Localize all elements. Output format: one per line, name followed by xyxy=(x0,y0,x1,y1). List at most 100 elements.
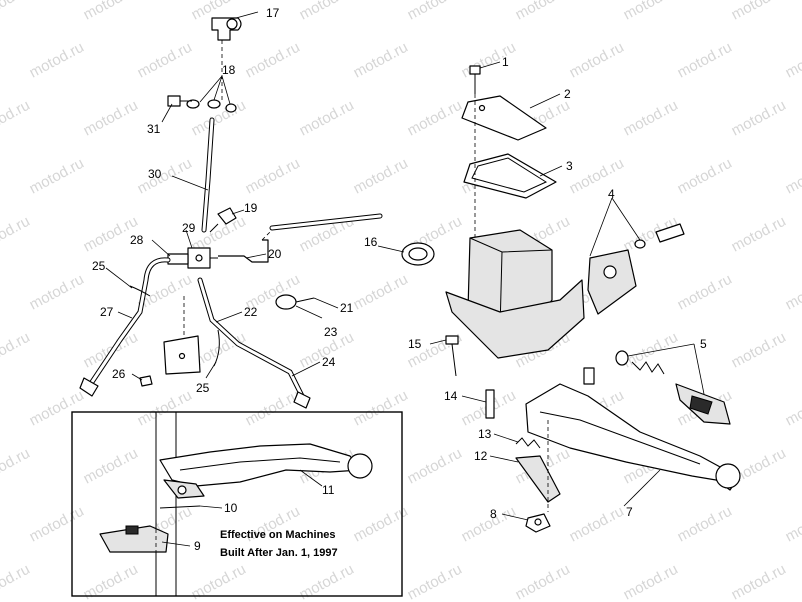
bolt-15 xyxy=(445,335,459,345)
watermark-text: motod.ru xyxy=(675,503,735,546)
master-cylinder-assembly xyxy=(401,65,741,533)
inset-note-line1: Effective on Machines xyxy=(220,529,336,541)
clamp-4 xyxy=(587,249,637,315)
watermark-text: motod.ru xyxy=(729,561,789,602)
callout-1: 1 xyxy=(502,55,509,69)
watermark-text: motod.ru xyxy=(729,329,789,372)
watermark-text: motod.ru xyxy=(783,503,802,546)
clip-12 xyxy=(515,455,561,503)
watermark-text: motod.ru xyxy=(0,0,33,24)
watermark-text: motod.ru xyxy=(243,387,303,430)
callout-16: 16 xyxy=(364,235,378,249)
watermark-text: motod.ru xyxy=(27,155,87,198)
callout-21: 21 xyxy=(340,301,354,315)
watermark-text: motod.ru xyxy=(459,39,519,82)
watermark-text: motod.ru xyxy=(675,39,735,82)
watermark-text: motod.ru xyxy=(513,561,573,602)
watermark-text: motod.ru xyxy=(783,155,802,198)
callout-7: 7 xyxy=(626,505,633,519)
callout-11: 11 xyxy=(322,483,335,497)
watermark-text: motod.ru xyxy=(405,0,465,24)
callout-29: 29 xyxy=(182,221,196,235)
watermark-text: motod.ru xyxy=(405,97,465,140)
callout-15: 15 xyxy=(408,337,422,351)
clamp-22 xyxy=(275,294,297,310)
watermark-text: motod.ru xyxy=(297,0,357,24)
watermark-text: motod.ru xyxy=(27,387,87,430)
callout-26: 26 xyxy=(112,367,126,381)
watermark-text: motod.ru xyxy=(27,503,87,546)
callout-22: 23 xyxy=(324,325,338,339)
callout-5: 5 xyxy=(700,337,707,351)
watermark-text: motod.ru xyxy=(405,445,465,488)
watermark-text: motod.ru xyxy=(0,213,33,256)
watermark-text: motod.ru xyxy=(621,329,681,372)
watermark-text: motod.ru xyxy=(243,39,303,82)
watermark-text: motod.ru xyxy=(729,97,789,140)
callout-2: 2 xyxy=(564,87,571,101)
watermark-text: motod.ru xyxy=(27,39,87,82)
watermark-text: motod.ru xyxy=(351,155,411,198)
callout-12: 12 xyxy=(474,449,488,463)
watermark-text: motod.ru xyxy=(135,155,195,198)
callout-25a: 25 xyxy=(92,259,106,273)
washer-18b xyxy=(207,99,221,109)
screw-1 xyxy=(469,65,481,75)
watermark-text: motod.ru xyxy=(621,97,681,140)
watermark-text: motod.ru xyxy=(0,445,33,488)
washer-18a xyxy=(186,99,200,109)
brake-line-assembly xyxy=(79,17,383,409)
callout-31: 31 xyxy=(147,122,161,136)
callout-30: 30 xyxy=(148,167,162,181)
watermark-text: motod.ru xyxy=(0,561,33,602)
watermark-text: motod.ru xyxy=(243,155,303,198)
callout-23: 22 xyxy=(244,305,258,319)
inset-note-line2: Built After Jan. 1, 1997 xyxy=(220,547,338,559)
watermark-text: motod.ru xyxy=(729,213,789,256)
watermark-text: motod.ru xyxy=(351,271,411,314)
watermark-text: motod.ru xyxy=(297,97,357,140)
callout-28: 28 xyxy=(130,233,144,247)
bleed-screw-19 xyxy=(217,207,237,225)
inset-frame xyxy=(71,411,403,597)
watermark-text: motod.ru xyxy=(135,39,195,82)
watermark-text: motod.ru xyxy=(459,503,519,546)
callout-18: 18 xyxy=(222,63,236,77)
brake-line-20 xyxy=(218,239,269,263)
watermark-text: motod.ru xyxy=(675,155,735,198)
leader-lines xyxy=(105,11,705,547)
watermark-text: motod.ru xyxy=(567,503,627,546)
watermark-text: motod.ru xyxy=(135,387,195,430)
callout-24: 24 xyxy=(322,355,336,369)
callout-14: 14 xyxy=(444,389,458,403)
watermark-text: motod.ru xyxy=(729,0,789,24)
watermark-text: motod.ru xyxy=(81,97,141,140)
watermark-text: motod.ru xyxy=(405,561,465,602)
callout-13: 13 xyxy=(478,427,492,441)
callout-19: 19 xyxy=(244,201,258,215)
watermark-text: motod.ru xyxy=(621,561,681,602)
watermark-text: motod.ru xyxy=(0,329,33,372)
watermark-text: motod.ru xyxy=(81,0,141,24)
gasket-3 xyxy=(463,153,557,199)
watermark-text: motod.ru xyxy=(0,97,33,140)
watermark-text: motod.ru xyxy=(81,445,141,488)
callout-20: 20 xyxy=(268,247,282,261)
watermark-text: motod.ru xyxy=(783,387,802,430)
callout-27: 27 xyxy=(100,305,114,319)
watermark-text: motod.ru xyxy=(675,271,735,314)
inset-lever-11 xyxy=(159,443,361,487)
callout-9: 9 xyxy=(194,539,201,553)
callout-4: 4 xyxy=(608,187,615,201)
watermark-text: motod.ru xyxy=(27,271,87,314)
callout-3: 3 xyxy=(566,159,573,173)
callout-25b: 25 xyxy=(196,381,210,395)
callout-labels: 17 18 31 30 19 29 28 20 25 27 22 21 23 2… xyxy=(92,6,707,553)
callout-17: 17 xyxy=(266,6,280,20)
watermark-text: motod.ru xyxy=(783,39,802,82)
watermark-text: motod.ru xyxy=(621,0,681,24)
washer-18c xyxy=(225,103,237,113)
callout-8: 8 xyxy=(490,507,497,521)
